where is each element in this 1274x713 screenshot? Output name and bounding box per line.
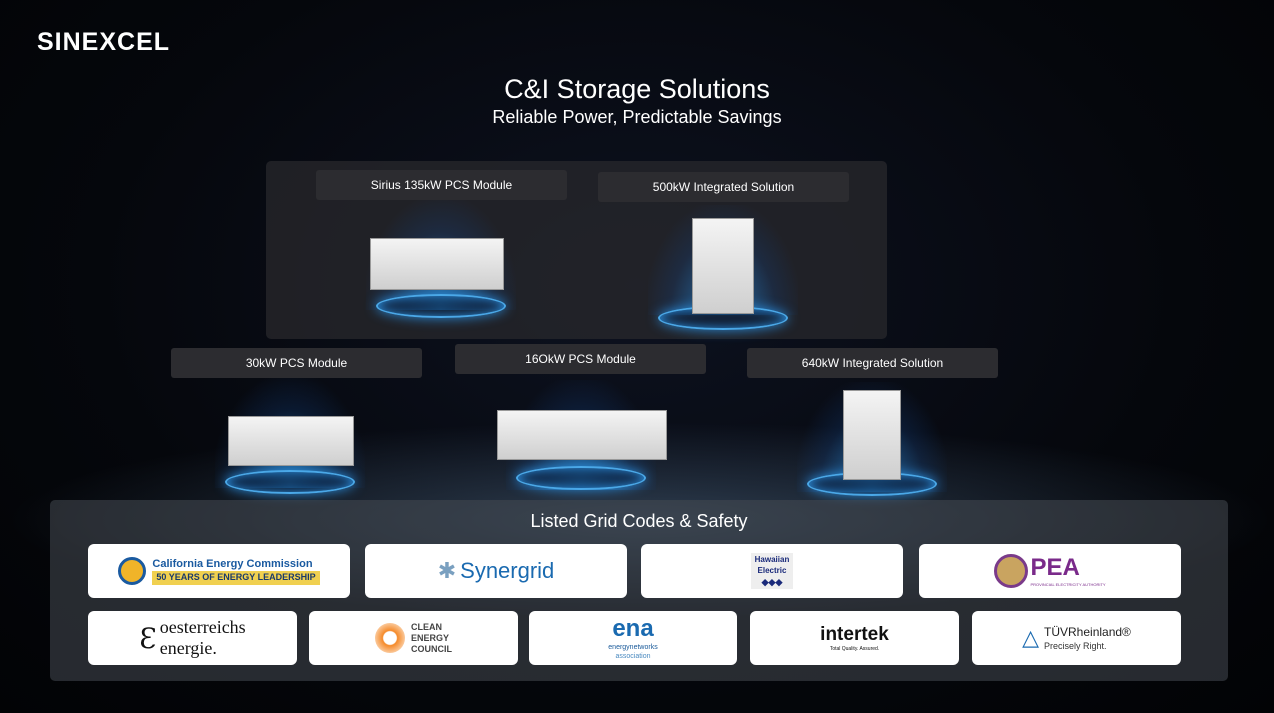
pea-seal-icon xyxy=(994,554,1029,588)
sinexcel-logo[interactable]: SINEXCEL xyxy=(37,28,171,56)
ena-line1: energynetworks xyxy=(608,644,658,651)
logo-hawaiian-electric[interactable]: Hawaiian Electric ◆◆◆ xyxy=(641,544,903,598)
intertek-tagline: Total Quality. Assured. xyxy=(829,646,880,652)
certifications-title: Listed Grid Codes & Safety xyxy=(530,511,748,531)
pea-name: PEA xyxy=(1030,554,1080,581)
product-label-500kw[interactable]: 500kW Integrated Solution xyxy=(598,172,849,202)
logo-california-energy-commission[interactable]: California Energy Commission 50 YEARS OF… xyxy=(88,544,350,598)
product-image-sirius-135kw[interactable] xyxy=(370,238,504,290)
product-label-640kw[interactable]: 640kW Integrated Solution xyxy=(747,348,998,378)
product-label-160kw[interactable]: 16OkW PCS Module xyxy=(455,344,706,374)
synergrid-star-icon: ✱ xyxy=(437,558,457,583)
product-image-640kw[interactable] xyxy=(843,390,901,480)
product-image-30kw[interactable] xyxy=(228,416,354,466)
product-image-160kw[interactable] xyxy=(497,410,667,460)
logo-intertek[interactable]: intertek Total Quality. Assured. xyxy=(750,611,959,665)
logo-synergrid[interactable]: ✱ Synergrid xyxy=(365,544,627,598)
logo-ena[interactable]: ena energynetworks association xyxy=(529,611,737,665)
ena-name: ena xyxy=(612,615,654,642)
logo-clean-energy-council[interactable]: CLEAN ENERGY COUNCIL xyxy=(309,611,518,665)
hawaiian-name2: Electric xyxy=(757,566,787,575)
hawaiian-name1: Hawaiian xyxy=(754,555,790,564)
certifications-panel: Listed Grid Codes & Safety California En… xyxy=(50,500,1228,681)
oe-name2: energie. xyxy=(159,638,217,658)
hawaiian-diamonds-icon: ◆◆◆ xyxy=(761,577,783,587)
tuv-triangle-icon: △ xyxy=(1022,625,1040,650)
page-title: C&I Storage Solutions xyxy=(504,74,770,104)
logo-tuv-rheinland[interactable]: △ TÜVRheinland® Precisely Right. xyxy=(972,611,1181,665)
product-image-500kw[interactable] xyxy=(692,218,754,314)
tuv-name: TÜVRheinland® xyxy=(1044,624,1131,639)
cec-name: California Energy Commission xyxy=(152,558,313,570)
logo-oesterreichs-energie[interactable]: Ɛ oesterreichs energie. xyxy=(88,611,297,665)
product-pedestal xyxy=(516,466,646,490)
cec-seal-icon xyxy=(118,557,147,585)
page-subtitle: Reliable Power, Predictable Savings xyxy=(492,107,782,127)
product-pedestal xyxy=(376,294,506,318)
intertek-name: intertek xyxy=(820,624,889,645)
logo-pea[interactable]: PEA PROVINCIAL ELECTRICITY AUTHORITY xyxy=(919,544,1181,598)
product-label-sirius-135kw[interactable]: Sirius 135kW PCS Module xyxy=(316,170,567,200)
clean-energy-name1: CLEAN xyxy=(411,621,442,632)
product-pedestal xyxy=(225,470,355,494)
product-label-30kw[interactable]: 30kW PCS Module xyxy=(171,348,422,378)
oe-name1: oesterreichs xyxy=(159,617,246,637)
tuv-tagline: Precisely Right. xyxy=(1044,640,1107,651)
pea-tagline: PROVINCIAL ELECTRICITY AUTHORITY xyxy=(1030,582,1106,587)
oe-mark-icon: Ɛ xyxy=(139,621,157,655)
cec-tagline: 50 YEARS OF ENERGY LEADERSHIP xyxy=(152,571,320,585)
cec-sun-icon xyxy=(375,623,405,653)
ena-line2: association xyxy=(615,653,651,660)
clean-energy-name2: ENERGY xyxy=(411,632,450,643)
clean-energy-name3: COUNCIL xyxy=(411,643,452,654)
synergrid-name: Synergrid xyxy=(460,558,555,583)
